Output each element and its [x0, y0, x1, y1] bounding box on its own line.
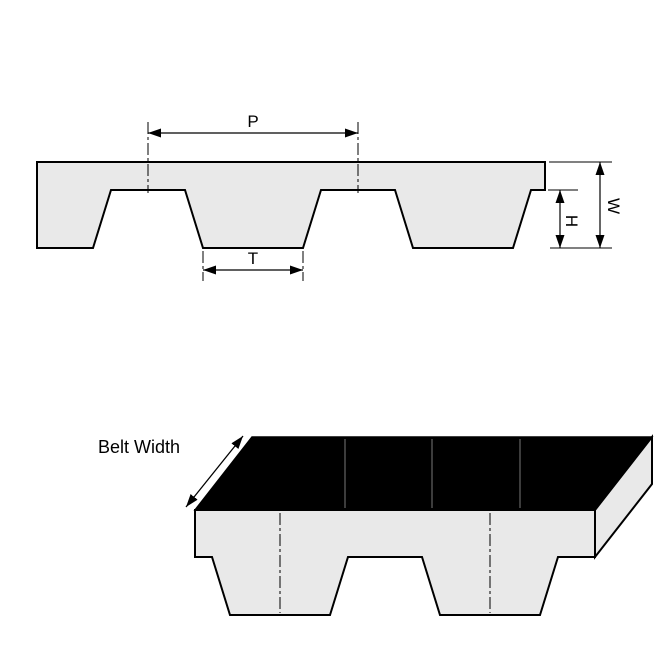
- pitch-label: P: [247, 112, 258, 131]
- belt-iso-view: Belt Width: [98, 434, 654, 616]
- belt-front-face: [194, 509, 596, 616]
- belt-thickness-label: W: [604, 198, 623, 214]
- tooth-width-label: T: [248, 249, 258, 268]
- belt-top-face: [193, 436, 654, 511]
- belt-profile-view: P T H W: [36, 112, 623, 281]
- belt-width-label: Belt Width: [98, 437, 180, 457]
- belt-width-dimension-arrow: [185, 435, 244, 508]
- tooth-height-label: H: [562, 215, 581, 227]
- belt-profile-shape: [36, 161, 546, 249]
